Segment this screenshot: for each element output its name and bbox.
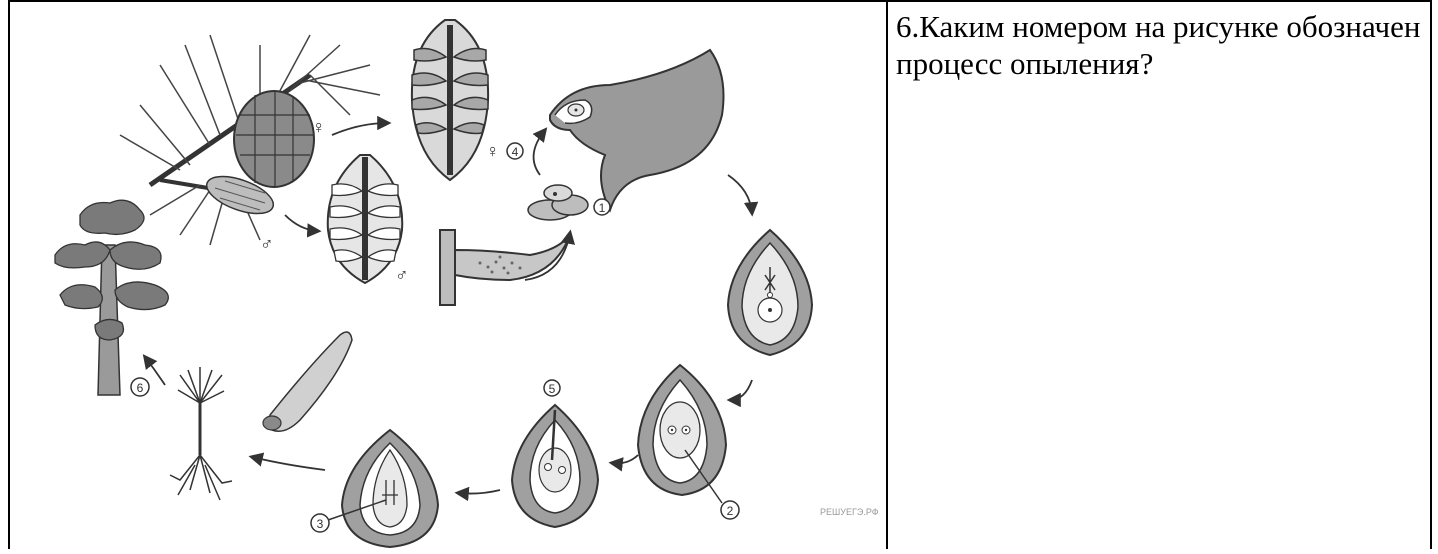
marker-1: 1 <box>599 201 606 215</box>
ovule-stage-b-icon <box>638 365 726 495</box>
pine-life-cycle-diagram: ♀ ♂ ♂ <box>10 5 880 549</box>
ovule-stage-c-icon <box>512 405 598 527</box>
marker-4: 4 <box>512 145 519 159</box>
table-column-divider <box>886 0 888 549</box>
seedling-icon <box>170 367 232 500</box>
winged-seed-icon <box>263 332 352 431</box>
table-right-border <box>1430 0 1432 549</box>
question-cell: 6.Каким номером на рисунке обозначен про… <box>896 8 1426 82</box>
male-symbol-branch: ♂ <box>260 234 274 254</box>
pollen-sac-icon <box>440 230 570 305</box>
question-text: 6.Каким номером на рисунке обозначен про… <box>896 8 1426 82</box>
watermark: РЕШУЕГЭ.РФ <box>820 507 879 517</box>
male-cone-section-icon <box>328 155 402 283</box>
diagram-cell: ♀ ♂ ♂ <box>10 5 880 549</box>
male-symbol-cone: ♂ <box>395 265 409 285</box>
marker-3: 3 <box>317 517 324 531</box>
seed-embryo-icon <box>342 430 438 547</box>
ovule-scale-icon <box>550 50 724 210</box>
marker-5: 5 <box>549 382 556 396</box>
female-symbol-4: ♀ <box>486 141 500 161</box>
marker-6: 6 <box>137 381 144 395</box>
female-symbol-branch: ♀ <box>312 117 326 137</box>
female-cone-icon <box>234 91 314 187</box>
marker-2: 2 <box>727 504 734 518</box>
ovule-stage-a-icon <box>728 230 812 355</box>
table-top-border <box>8 0 1432 2</box>
female-cone-section-icon <box>412 20 488 180</box>
pollen-grain-icon <box>528 185 588 220</box>
